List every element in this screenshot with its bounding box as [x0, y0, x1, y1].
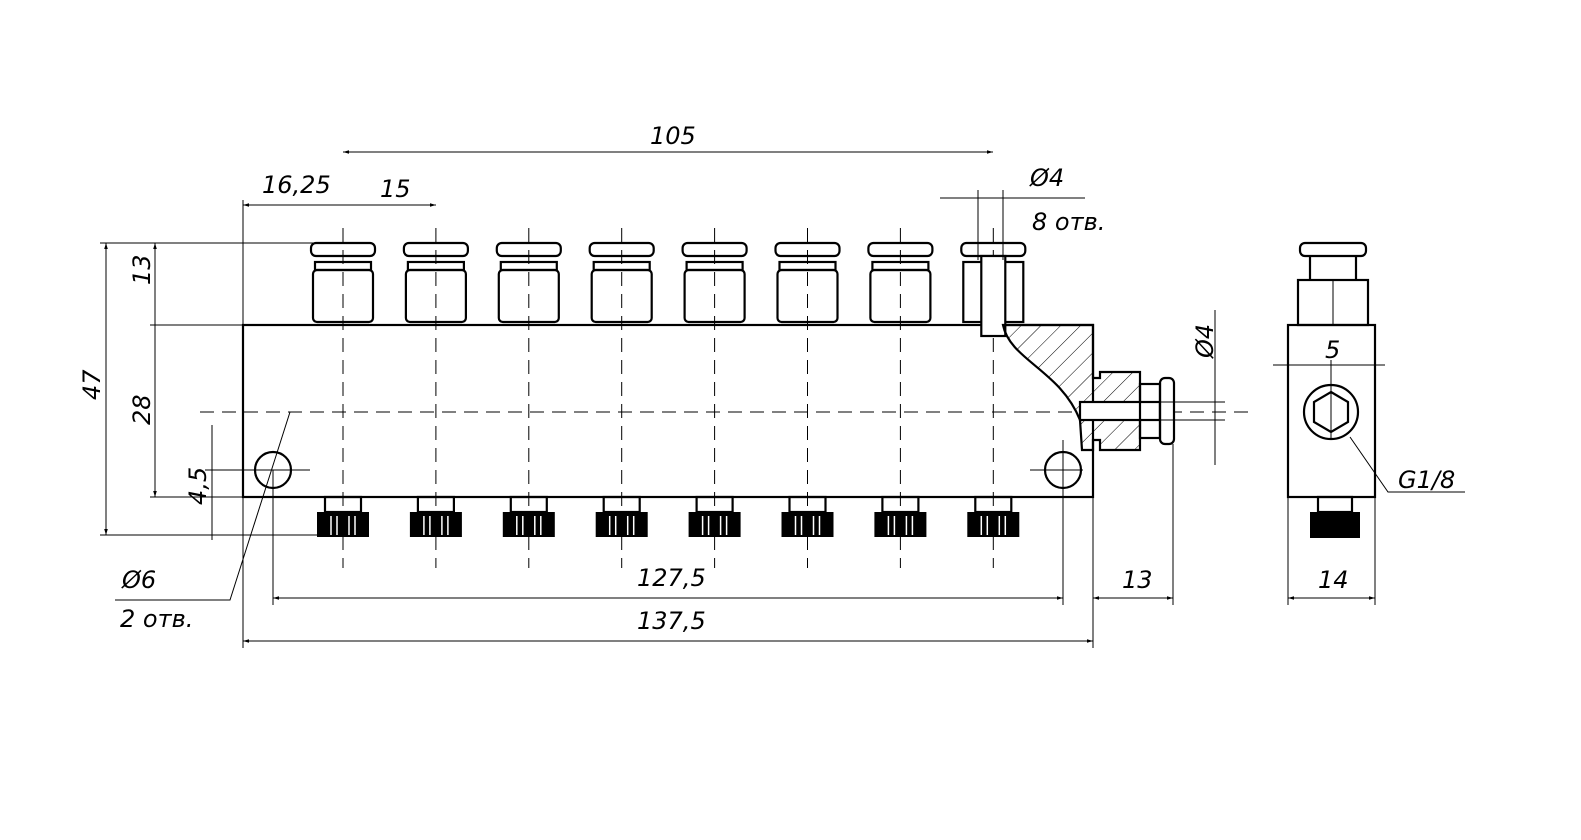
- push-in-fitting: [681, 228, 748, 568]
- dim-105: 105: [650, 122, 696, 150]
- knurled-plug: [317, 512, 369, 537]
- dim-outlet-diameter: Ø4: [1029, 164, 1064, 192]
- fitting-body: [776, 268, 839, 324]
- knurled-plug: [595, 512, 648, 537]
- push-in-fitting: [867, 228, 934, 568]
- knurled-plug: [688, 512, 741, 537]
- dim-47: 47: [78, 369, 106, 400]
- knurled-plug: [967, 512, 1020, 537]
- dimensions: 105 16,25 15 Ø4 8 отв. 47 13 28 4,5 Ø6 2…: [78, 122, 1465, 648]
- inlet-bore: [1078, 400, 1162, 422]
- manifold-block: [241, 323, 1095, 499]
- dim-outlet-count: 8 отв.: [1032, 208, 1105, 236]
- push-in-fitting: [588, 228, 655, 568]
- knurled-plug: [874, 512, 927, 537]
- dim-mount-hole-count: 2 отв.: [120, 605, 193, 633]
- fitting-cap: [588, 241, 655, 258]
- fitting-cap: [774, 241, 841, 258]
- dim-14: 14: [1318, 566, 1349, 594]
- push-in-fitting: [774, 228, 841, 568]
- push-in-fitting: [402, 228, 469, 568]
- dim-137-5: 137,5: [637, 607, 706, 635]
- dim-hex-offset: 5: [1325, 336, 1340, 364]
- dim-28: 28: [128, 394, 156, 425]
- fitting-cap: [495, 241, 562, 258]
- dim-mount-hole: Ø6: [121, 566, 156, 594]
- inlet-fitting-cap: [1158, 376, 1176, 446]
- push-in-fitting: [960, 228, 1027, 568]
- cross-section: [1001, 323, 1142, 452]
- front-view: [241, 228, 1176, 568]
- knurled-plug: [781, 512, 834, 537]
- push-in-fitting: [309, 228, 377, 568]
- fitting-cap: [681, 241, 748, 258]
- fitting-body: [683, 268, 746, 324]
- dim-127-5: 127,5: [637, 564, 706, 592]
- fitting-body: [497, 268, 560, 324]
- fitting-body: [404, 268, 467, 324]
- dim-16-25: 16,25: [262, 171, 331, 199]
- fitting-body: [590, 268, 653, 324]
- dim-4-5: 4,5: [184, 467, 212, 505]
- dim-15: 15: [380, 175, 411, 203]
- dim-13-top: 13: [128, 254, 156, 285]
- fitting-cap: [402, 241, 469, 258]
- dim-thread: G1/8: [1398, 466, 1455, 494]
- fitting-body: [869, 268, 932, 324]
- fitting-cap: [867, 241, 934, 258]
- dim-13-inlet: 13: [1122, 566, 1153, 594]
- knurled-plug: [409, 512, 462, 537]
- knurled-plug: [502, 512, 555, 537]
- dim-inlet-diameter: Ø4: [1191, 324, 1219, 359]
- push-in-fitting: [495, 228, 562, 568]
- fitting-body: [311, 268, 375, 324]
